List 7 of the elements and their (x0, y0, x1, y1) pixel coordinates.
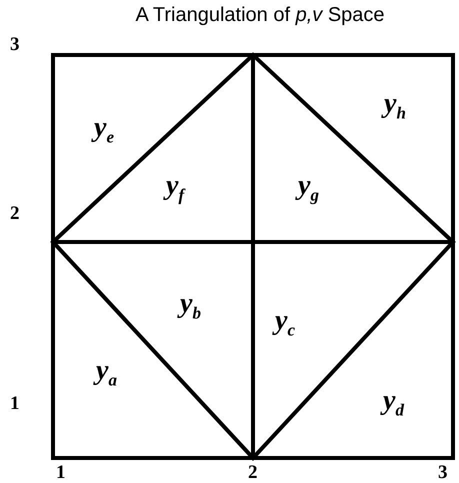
axis-tick-label: 1 (10, 393, 20, 415)
axis-tick-label: 2 (248, 462, 258, 483)
axis-tick-label: 3 (438, 462, 448, 483)
axis-tick-label: 1 (56, 462, 66, 483)
chart-title: A Triangulation of p,v Space (134, 4, 386, 27)
axis-tick-label: 3 (10, 34, 20, 56)
axis-tick-label: 2 (10, 203, 20, 225)
